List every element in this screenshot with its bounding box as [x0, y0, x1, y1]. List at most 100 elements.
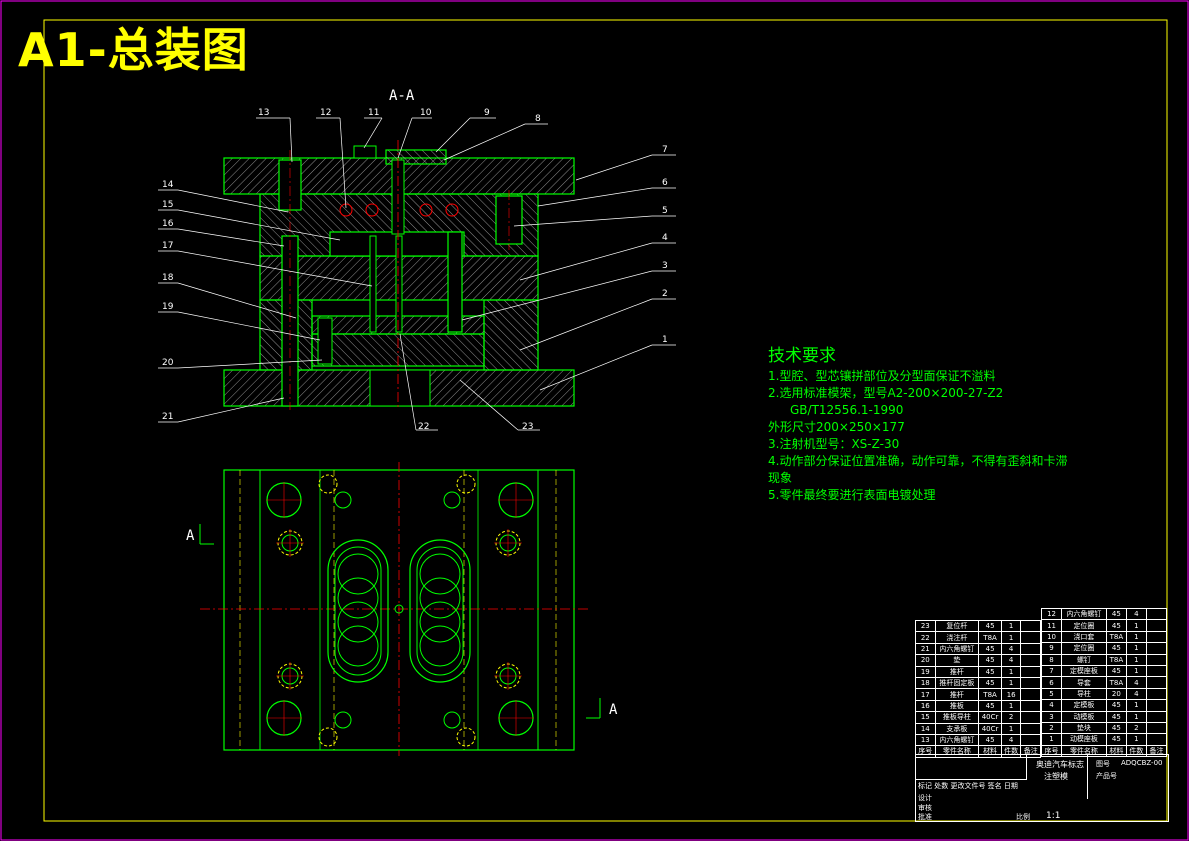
- bom-cell: [1020, 733, 1041, 747]
- callout-21: 21: [162, 412, 174, 422]
- section-view: [223, 140, 575, 410]
- bom-cell: 45: [978, 654, 1002, 667]
- tech-line: 1.型腔、型芯镶拼部位及分型面保证不溢料: [768, 369, 996, 383]
- bom-header-cell: 零件名称: [1061, 744, 1107, 758]
- bom-cell: 1: [1125, 653, 1147, 666]
- bom-cell: 40Cr: [978, 722, 1002, 735]
- drawing-no-label: 图号: [1096, 760, 1110, 768]
- bom-cell: 动模座板: [1061, 733, 1107, 746]
- bom-cell: 1: [1000, 722, 1022, 735]
- bom-cell: 16: [915, 699, 936, 713]
- bom-header-row: 序号零件名称材料件数备注: [1040, 744, 1168, 758]
- tech-line: 外形尺寸200×250×177: [768, 420, 905, 434]
- bom-cell: 45: [1105, 664, 1127, 678]
- callout-20: 20: [162, 358, 174, 368]
- tech-line: 现象: [768, 471, 793, 485]
- bom-cell: 内六角螺钉: [1061, 607, 1107, 621]
- bom-cell: 20: [915, 654, 936, 667]
- bom-cell: 23: [915, 619, 936, 633]
- callout-9: 9: [484, 108, 490, 118]
- callout-19: 19: [162, 302, 174, 312]
- bom-cell: 16: [1000, 688, 1022, 701]
- bom-cell: 导套: [1061, 676, 1107, 689]
- bom-cell: 1: [1125, 699, 1147, 712]
- callout-2: 2: [662, 289, 668, 299]
- bom-cell: T8A: [1105, 630, 1127, 644]
- callout-5: 5: [662, 206, 668, 216]
- product-label: 产品号: [1096, 772, 1117, 780]
- bom-cell: 2: [1125, 721, 1147, 735]
- bom-cell: 推板: [934, 699, 980, 713]
- bom-cell: 1: [1040, 733, 1063, 746]
- bom-cell: 4: [1040, 699, 1063, 712]
- bom-cell: 1: [1125, 630, 1147, 644]
- callout-22: 22: [418, 422, 430, 432]
- bom-cell: [1020, 654, 1041, 667]
- bom-cell: [1145, 642, 1168, 655]
- scale: 1:1: [1046, 811, 1061, 821]
- bom-cell: 导柱: [1061, 687, 1107, 701]
- plan-view: [200, 462, 590, 756]
- bom-cell: T8A: [978, 631, 1002, 644]
- view-markers: [199, 524, 601, 719]
- callout-13: 13: [258, 108, 270, 118]
- bom-cell: 45: [1105, 642, 1127, 655]
- bom-cell: 17: [915, 688, 936, 701]
- bom-cell: 定模座板: [1061, 664, 1107, 678]
- bom-cell: 1: [1125, 710, 1147, 723]
- bom-cell: 1: [1000, 619, 1022, 633]
- bom-cell: 45: [978, 676, 1002, 690]
- bom-cell: 1: [1125, 664, 1147, 678]
- view-marker-left: A: [186, 528, 195, 544]
- callout-16: 16: [162, 219, 174, 229]
- bom-cell: [1020, 699, 1041, 713]
- bom-cell: 4: [1125, 687, 1147, 701]
- bom-cell: 45: [978, 733, 1002, 747]
- bom-header-cell: 序号: [1040, 744, 1063, 758]
- bom-cell: 推杆: [934, 688, 980, 701]
- bom-cell: 19: [915, 665, 936, 678]
- tech-line: GB/T12556.1-1990: [790, 403, 904, 417]
- bom-cell: 1: [1000, 699, 1022, 713]
- bom-cell: 14: [915, 722, 936, 735]
- bom-cell: 复位杆: [934, 619, 980, 633]
- bom-header-cell: 备注: [1145, 744, 1168, 758]
- bom-cell: 8: [1040, 653, 1063, 666]
- bom-cell: [1145, 721, 1168, 735]
- bom-cell: 1: [1000, 631, 1022, 644]
- bom-cell: [1145, 630, 1168, 644]
- tech-line: 3.注射机型号：XS-Z-30: [768, 437, 900, 451]
- title-block: 奥迪汽车标志 注塑模 图号 ADQCBZ-00 产品号 标记 处数 更改文件号 …: [915, 754, 1169, 822]
- bom-cell: 45: [978, 665, 1002, 678]
- tb-row: 批准: [918, 813, 932, 821]
- bom-cell: 11: [1040, 619, 1063, 632]
- bom-cell: 45: [1105, 619, 1127, 632]
- bom-cell: 45: [1105, 699, 1127, 712]
- bom-cell: 45: [1105, 733, 1127, 746]
- callout-10: 10: [420, 108, 432, 118]
- callout-12: 12: [320, 108, 332, 118]
- bom-cell: 浇注杆: [934, 631, 980, 644]
- bom-cell: [1145, 607, 1168, 621]
- bom-cell: 5: [1040, 687, 1063, 701]
- bom-cell: [1020, 676, 1041, 690]
- callout-8: 8: [535, 114, 541, 124]
- bom-cell: 45: [978, 619, 1002, 633]
- bom-cell: 推杆: [934, 665, 980, 678]
- bom-cell: 20: [1105, 687, 1127, 701]
- bom-cell: 15: [915, 711, 936, 724]
- bom-cell: 45: [978, 642, 1002, 656]
